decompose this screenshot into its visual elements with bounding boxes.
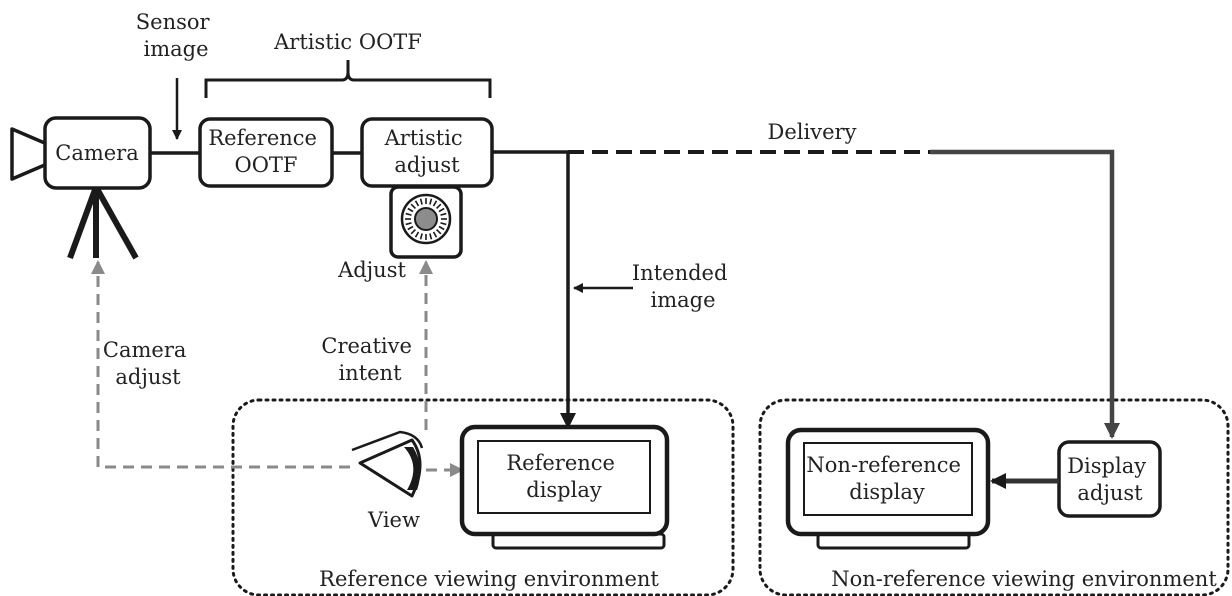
knob-tick	[438, 225, 445, 231]
reference-environment-boundary	[231, 398, 735, 596]
reference-display-line-2: display	[526, 478, 602, 502]
sensor-image-line-1: Sensor	[136, 10, 211, 34]
non-reference-display-label: Non-reference display	[806, 453, 967, 504]
reference-ootf-line-1: Reference	[208, 126, 317, 150]
adjust-knob-icon	[389, 185, 463, 259]
knob-tick	[440, 222, 447, 226]
artistic-adjust-line-2: adjust	[394, 153, 460, 177]
artistic-adjust-label: Artistic adjust	[384, 126, 470, 177]
knob-tick	[407, 207, 414, 213]
knob-tick	[419, 233, 423, 240]
eye-icon	[351, 430, 424, 498]
reference-viewing-environment-label: Reference viewing environment	[319, 567, 659, 591]
knob-tick	[429, 198, 433, 205]
creative-intent-label: Creative intent	[321, 334, 418, 385]
knob-tick	[432, 231, 438, 238]
camera-adjust-line-2: adjust	[115, 365, 181, 389]
delivery-label: Delivery	[768, 120, 857, 144]
display-adjust-line-2: adjust	[1077, 481, 1143, 505]
reference-ootf-line-2: OOTF	[234, 153, 297, 177]
creative-intent-line-1: Creative	[321, 334, 412, 358]
reference-display-label: Reference display	[506, 451, 621, 502]
sensor-image-line-2: image	[143, 37, 208, 61]
display-adjust-label: Display adjust	[1067, 454, 1153, 505]
knob-tick	[436, 229, 442, 235]
camera-adjust-feedback	[91, 260, 350, 469]
knob-tick	[438, 207, 445, 213]
camera-label: Camera	[55, 141, 139, 165]
reference-ootf-label: Reference OOTF	[208, 126, 323, 177]
adjust-label: Adjust	[337, 258, 406, 282]
intended-image-line-2: image	[650, 288, 715, 312]
knob-tick	[410, 203, 416, 209]
reference-display-icon	[459, 424, 670, 550]
knob-tick	[405, 222, 412, 226]
non-reference-environment-boundary	[758, 398, 1230, 596]
display-adjust-line-1: Display	[1067, 454, 1146, 478]
knob-tick	[407, 225, 414, 231]
non-reference-display-line-1: Non-reference	[806, 453, 961, 477]
delivery-line	[930, 149, 1120, 439]
intended-image-label: Intended image	[632, 261, 734, 312]
artistic-ootf-brace	[204, 60, 492, 98]
view-label: View	[367, 508, 420, 532]
reference-display-line-1: Reference	[506, 451, 615, 475]
knob-tick	[414, 200, 420, 207]
non-reference-display-line-2: display	[849, 480, 925, 504]
camera-adjust-label: Camera adjust	[103, 338, 193, 389]
non-reference-viewing-environment-label: Non-reference viewing environment	[831, 567, 1217, 591]
knob-tick	[429, 233, 433, 240]
artistic-ootf-label: Artistic OOTF	[273, 30, 422, 54]
knob-tick	[440, 212, 447, 216]
intended-image-line-1: Intended	[632, 261, 728, 285]
non-reference-display-icon	[785, 427, 991, 550]
camera-adjust-line-1: Camera	[103, 338, 187, 362]
knob-tick	[405, 212, 412, 216]
knob-tick	[419, 198, 423, 205]
knob-tick	[432, 200, 438, 207]
knob-tick	[410, 229, 416, 235]
sensor-image-label: Sensor image	[136, 10, 217, 61]
camera-icon	[10, 116, 152, 260]
knob-tick	[436, 203, 442, 209]
artistic-adjust-line-1: Artistic	[384, 126, 463, 150]
creative-intent-line-2: intent	[338, 361, 402, 385]
knob-tick	[414, 231, 420, 238]
